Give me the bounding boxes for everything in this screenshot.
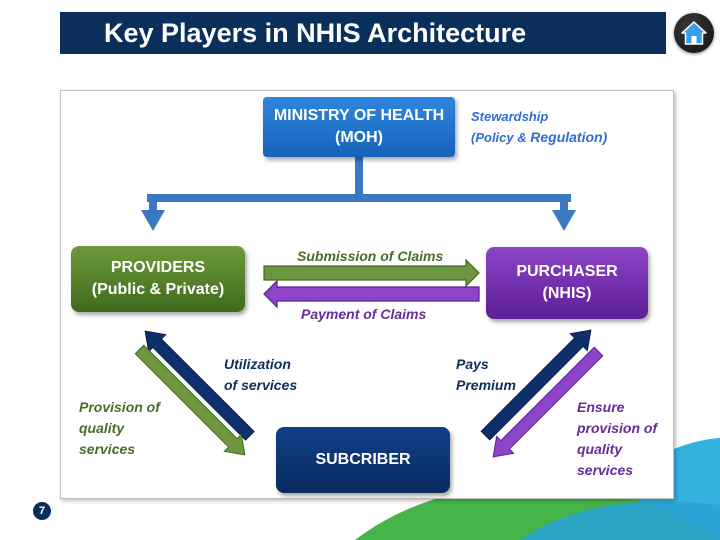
submission-arrow bbox=[263, 258, 480, 288]
stewardship-text: Stewardship bbox=[471, 109, 549, 124]
purchaser-title: PURCHASER bbox=[516, 262, 618, 280]
ensure-line-4: services bbox=[577, 462, 634, 478]
stewardship-policy: (Policy & bbox=[471, 130, 531, 146]
pays-premium-label: Pays Premium bbox=[456, 354, 516, 396]
providers-subtitle: (Public & Private) bbox=[91, 281, 225, 298]
ensure-line-1: Ensure bbox=[577, 399, 625, 415]
payment-of-claims-label: Payment of Claims bbox=[301, 306, 427, 322]
utilization-label: Utilization of services bbox=[224, 354, 297, 396]
home-button[interactable] bbox=[674, 13, 714, 53]
submission-of-claims-label: Submission of Claims bbox=[297, 248, 444, 264]
subscriber-title: SUBCRIBER bbox=[315, 450, 411, 468]
diagram-panel: MINISTRY OF HEALTH (MOH) Stewardship (Po… bbox=[60, 90, 674, 499]
ensure-provision-arrow bbox=[492, 346, 604, 458]
home-icon bbox=[681, 21, 707, 45]
providers-box: PROVIDERS (Public & Private) bbox=[71, 246, 245, 312]
stewardship-regulation: Regulation) bbox=[530, 129, 608, 146]
provision-line-1: Provision of bbox=[79, 399, 160, 415]
provision-arrow bbox=[134, 344, 246, 456]
page-title: Key Players in NHIS Architecture bbox=[60, 12, 666, 54]
utilization-arrow bbox=[144, 330, 255, 441]
ensure-provision-label: Ensure provision of quality services bbox=[577, 397, 657, 481]
stewardship-label: Stewardship (Policy & Regulation) bbox=[471, 107, 607, 149]
providers-title: PROVIDERS bbox=[110, 258, 206, 276]
pays-line-2: Premium bbox=[456, 377, 516, 393]
ensure-line-2: provision of bbox=[577, 420, 658, 436]
utilization-line-1: Utilization bbox=[224, 356, 291, 372]
provision-line-2: quality bbox=[79, 420, 125, 436]
purchaser-subtitle: (NHIS) bbox=[542, 285, 592, 302]
moh-title: MINISTRY OF HEALTH bbox=[273, 106, 445, 124]
diagram-connectors bbox=[134, 157, 604, 458]
subscriber-box: SUBCRIBER bbox=[276, 427, 450, 493]
provision-of-quality-label: Provision of quality services bbox=[79, 397, 160, 460]
ensure-line-3: quality bbox=[577, 441, 623, 457]
payment-arrow bbox=[263, 279, 480, 309]
ministry-of-health-box: MINISTRY OF HEALTH (MOH) bbox=[263, 97, 455, 157]
moh-connector bbox=[141, 157, 576, 231]
purchaser-box: PURCHASER (NHIS) bbox=[486, 247, 648, 319]
page-number: 7 bbox=[33, 502, 51, 520]
pays-line-1: Pays bbox=[456, 356, 489, 372]
pays-premium-arrow bbox=[480, 329, 592, 441]
utilization-line-2: of services bbox=[224, 377, 298, 393]
moh-abbr: (MOH) bbox=[335, 129, 383, 146]
provision-line-3: services bbox=[79, 441, 136, 457]
